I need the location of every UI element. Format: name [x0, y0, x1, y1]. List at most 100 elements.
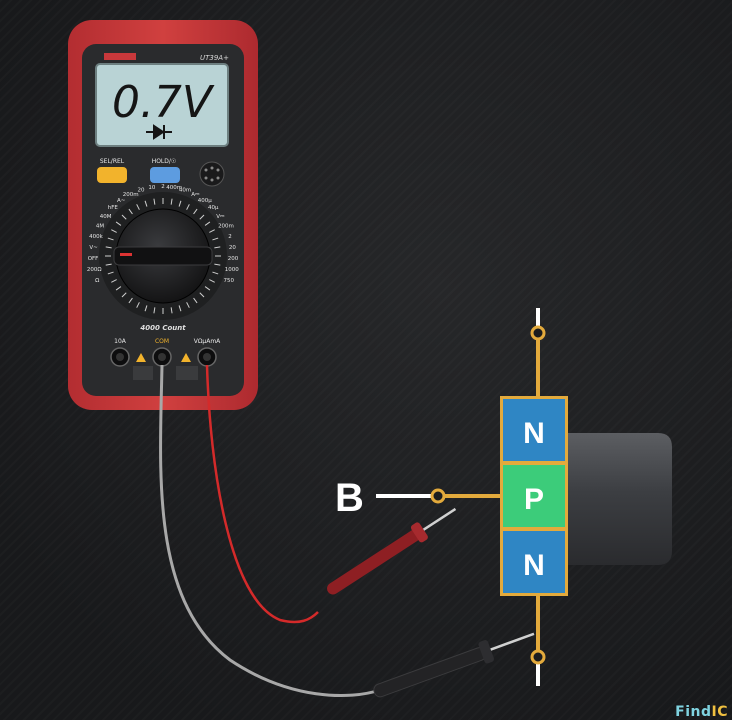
terminal-com-label: COM [155, 338, 169, 345]
dial-tick [204, 221, 211, 226]
dial-label: OFF [88, 256, 99, 262]
dial-tick [204, 286, 211, 291]
hold-button[interactable] [150, 167, 180, 183]
dial-tick [128, 208, 133, 215]
dial-label: 200 [228, 256, 239, 262]
dial-tick [178, 305, 182, 312]
red-probe-guard [410, 522, 428, 543]
dial-label: 40m [179, 188, 191, 194]
terminal-v[interactable] [197, 347, 217, 367]
dial-tick [186, 302, 190, 308]
transistor-body [560, 433, 672, 565]
dial-label: 200m [123, 192, 139, 198]
dial-label: 4M [96, 223, 104, 229]
dial-tick [214, 263, 221, 266]
n-layer-top-label: N [523, 417, 545, 450]
red-probe[interactable] [323, 501, 461, 601]
black-probe[interactable] [370, 623, 538, 703]
dial-label: hFE [108, 205, 119, 211]
p-layer-label: P [524, 483, 544, 516]
dial-label: 2 [228, 234, 232, 240]
dial-tick [144, 200, 148, 207]
diode-icon [146, 124, 172, 140]
black-probe-guard [478, 640, 495, 664]
dial-tick [209, 279, 215, 283]
dial-label: 200m [218, 223, 234, 229]
dial-tick [136, 204, 140, 210]
dial-tick [105, 263, 112, 266]
red-lead-wire [205, 364, 319, 624]
dial-tick [178, 200, 182, 207]
n-layer-bottom-label: N [523, 549, 545, 582]
black-lead-wire [159, 364, 381, 698]
n-layer-top [503, 399, 565, 461]
dial-tick [115, 286, 122, 291]
red-probe-handle [327, 529, 422, 595]
emitter-terminal[interactable] [530, 649, 546, 665]
dial-tick [193, 297, 198, 304]
dial-tick [193, 208, 198, 215]
dial-tick [111, 279, 117, 283]
dial-label: 1000 [225, 267, 239, 273]
transistor: N P N [376, 308, 672, 686]
dial-label: 750 [224, 278, 235, 284]
dial-tick [121, 292, 127, 298]
fuse-text-block [133, 366, 153, 380]
base-terminal[interactable] [430, 488, 446, 504]
multimeter: UT39A+ 0.7V SEL/REL HOLD/☉ [68, 20, 258, 410]
watermark-part1: Find [675, 704, 712, 720]
dial-label: 40M [100, 214, 112, 220]
brand-strip [104, 53, 136, 60]
dial-tick [136, 302, 140, 308]
dial-label: 400μ [198, 198, 212, 204]
n-layer-bottom [503, 531, 565, 593]
black-probe-tip [490, 632, 535, 651]
watermark: FindIC [675, 704, 728, 720]
red-probe-tip [422, 507, 457, 531]
dial-label: 2 [161, 184, 165, 190]
dial-tick [115, 221, 122, 226]
dial-tick [214, 246, 221, 249]
black-probe-handle [373, 647, 487, 698]
dial-tick [107, 237, 114, 241]
dial-tick [199, 214, 205, 220]
dial-tick [153, 307, 156, 314]
dial-label: A~ [117, 198, 126, 204]
dial-label: 10 [148, 185, 155, 191]
dial-label: 20 [229, 245, 236, 251]
collector-terminal[interactable] [530, 325, 546, 341]
dial-label: V~ [89, 245, 98, 251]
dial-tick [170, 198, 173, 205]
dial-tick [209, 229, 215, 233]
dial-tick [212, 271, 219, 275]
dial-tick [111, 229, 117, 233]
dial-label: 400k [89, 234, 103, 240]
terminal-10a[interactable] [110, 347, 130, 367]
dial-tick [199, 292, 205, 298]
lcd-screen [95, 63, 229, 147]
dial-tick [212, 237, 219, 241]
warning-icon [136, 353, 191, 362]
terminal-v-label: VΩμAmA [194, 338, 221, 345]
dial-pointer-bar [113, 246, 213, 266]
terminal-com[interactable] [152, 347, 172, 367]
hfe-socket [199, 161, 225, 187]
dial-tick [107, 271, 114, 275]
dial-label: 400m [166, 185, 182, 191]
dial-tick [128, 297, 133, 304]
dial-tick [105, 246, 112, 249]
dial-tick [153, 198, 156, 205]
dial-tick [121, 214, 127, 220]
watermark-part2: IC [711, 704, 728, 720]
dial-ticks [105, 198, 221, 314]
dial-label: A⎓ [191, 192, 200, 198]
hold-label: HOLD/☉ [152, 158, 177, 165]
dial-tick [170, 307, 173, 314]
rotary-dial[interactable] [99, 192, 227, 320]
sel-rel-label: SEL/REL [100, 158, 125, 165]
dial-tick [144, 305, 148, 312]
sel-rel-button[interactable] [97, 167, 127, 183]
count-label: 4000 Count [140, 324, 186, 332]
